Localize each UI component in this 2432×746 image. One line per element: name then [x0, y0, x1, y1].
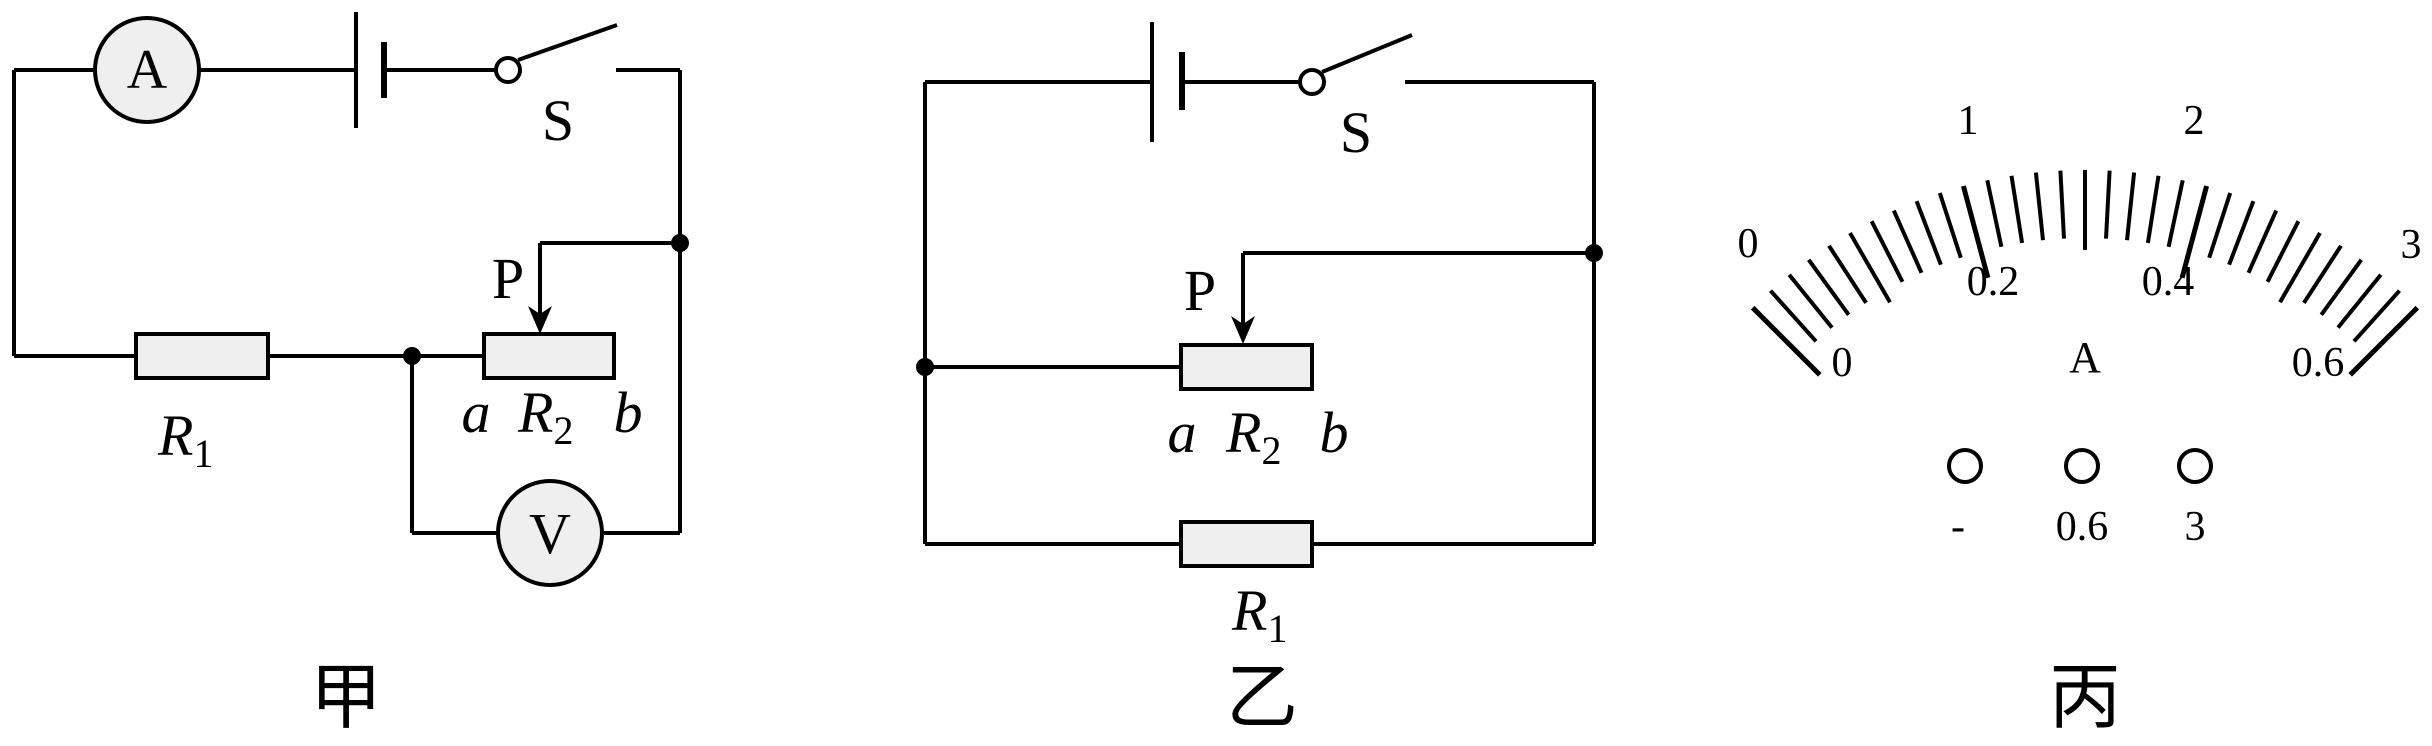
ammeter-label: A — [127, 39, 168, 101]
r1-subscript: 1 — [1267, 606, 1287, 651]
r2-subscript: 2 — [553, 408, 573, 453]
dial-tick — [2125, 172, 2137, 241]
rheostat-r2 — [482, 332, 616, 380]
terminal-0-6 — [2064, 448, 2100, 484]
dial-tick — [2246, 209, 2279, 274]
dial-tick — [1848, 232, 1892, 304]
dial-outer-label-2: 2 — [2184, 98, 2205, 144]
dial-tick — [2336, 273, 2383, 329]
dial-tick — [1869, 220, 1905, 283]
end-b-label: b — [614, 380, 643, 445]
dial-tick — [2033, 172, 2045, 241]
switch-blade — [1321, 33, 1413, 74]
dial-outer-label-1: 1 — [1958, 98, 1979, 144]
dial-outer-label-0: 0 — [1738, 221, 1759, 267]
ammeter-circle — [93, 16, 201, 124]
dial-tick — [2207, 192, 2233, 259]
slider-p: P — [1184, 244, 1603, 344]
voltmeter: V — [496, 479, 604, 587]
dial-inner-label-0-6: 0.6 — [2292, 340, 2345, 386]
dial-tick — [1807, 258, 1851, 316]
resistor-r1 — [134, 332, 270, 380]
battery — [1150, 22, 1185, 142]
junction-dot — [916, 358, 934, 376]
circuit-a: A S R1 P a — [12, 12, 689, 739]
dial-outer-label-3: 3 — [2401, 222, 2422, 268]
switch-pivot — [1298, 68, 1326, 96]
voltmeter-circle — [496, 479, 604, 587]
caption-c: 丙 — [2049, 655, 2121, 739]
switch-s: S — [494, 23, 618, 153]
slider-label: P — [492, 246, 524, 311]
caption-b: 乙 — [1226, 655, 1298, 739]
r2-label: R2 — [517, 380, 573, 453]
terminal-3 — [2177, 448, 2213, 484]
slider-p: P — [492, 234, 689, 334]
terminal-0-6-label: 0.6 — [2056, 504, 2109, 550]
dial-inner-label-0-2: 0.2 — [1967, 259, 2020, 305]
junction-dot — [671, 234, 689, 252]
dial-tick — [1750, 305, 1822, 377]
resistor-r1 — [1179, 520, 1314, 568]
junction-dot — [1585, 244, 1603, 262]
dial-tick — [1769, 289, 1818, 343]
dial-unit-label: A — [2069, 333, 2101, 382]
dial-tick — [2104, 170, 2112, 239]
r1-subscript: 1 — [193, 431, 213, 476]
switch-label: S — [1340, 100, 1372, 165]
rheostat-r2 — [1179, 343, 1314, 391]
dial-tick — [2166, 179, 2185, 248]
end-b-label: b — [1320, 400, 1349, 465]
terminal-negative — [1947, 448, 1983, 484]
r2-subscript: 2 — [1261, 428, 1281, 473]
dial-tick — [1827, 244, 1868, 304]
r2-label: R2 — [1225, 400, 1281, 473]
dial-tick — [2009, 175, 2025, 244]
r2-letter: R — [1225, 400, 1261, 465]
battery — [354, 12, 387, 128]
caption-a: 甲 — [310, 655, 382, 739]
r1-label: R1 — [157, 403, 213, 476]
dial-tick — [2145, 175, 2161, 244]
circuit-b: S P a R2 b R1 乙 — [916, 22, 1603, 739]
dial-tick — [2058, 170, 2066, 239]
dial-tick-marks — [1750, 170, 2420, 377]
switch-s: S — [1298, 33, 1413, 165]
dial-tick — [2227, 200, 2256, 266]
dial-tick — [1891, 209, 1924, 274]
dial-tick — [2302, 244, 2343, 304]
slider-label: P — [1184, 258, 1216, 323]
dial-tick — [2179, 185, 2210, 279]
end-a-label: a — [1168, 400, 1197, 465]
dial-tick — [1914, 200, 1943, 266]
slider-arrow — [528, 306, 552, 334]
dial-tick — [1960, 185, 1991, 279]
dial-tick — [2265, 220, 2301, 283]
dial-tick — [1937, 192, 1963, 259]
dial-tick — [1787, 273, 1834, 329]
r1-letter: R — [157, 403, 193, 468]
ammeter-dial: 0 1 2 3 0 0.2 0.4 0.6 A - 0.6 3 丙 — [1738, 98, 2422, 739]
dial-tick — [2352, 289, 2401, 343]
r1-letter: R — [1231, 578, 1267, 643]
voltmeter-label: V — [529, 501, 571, 566]
switch-blade — [517, 23, 618, 62]
terminal-3-label: 3 — [2185, 504, 2206, 550]
end-a-label: a — [462, 380, 491, 445]
dial-tick — [2319, 258, 2363, 316]
terminal-negative-label: - — [1951, 504, 1965, 550]
dial-inner-label-0: 0 — [1832, 340, 1853, 386]
dial-tick — [2278, 232, 2322, 304]
switch-label: S — [542, 88, 574, 153]
dial-tick — [2348, 305, 2420, 377]
slider-arrow — [1231, 316, 1255, 344]
ammeter: A — [93, 16, 201, 124]
dial-tick — [1985, 179, 2004, 248]
r1-label: R1 — [1231, 578, 1287, 651]
dial-inner-label-0-4: 0.4 — [2142, 259, 2195, 305]
switch-pivot — [494, 56, 522, 84]
r2-letter: R — [517, 380, 553, 445]
